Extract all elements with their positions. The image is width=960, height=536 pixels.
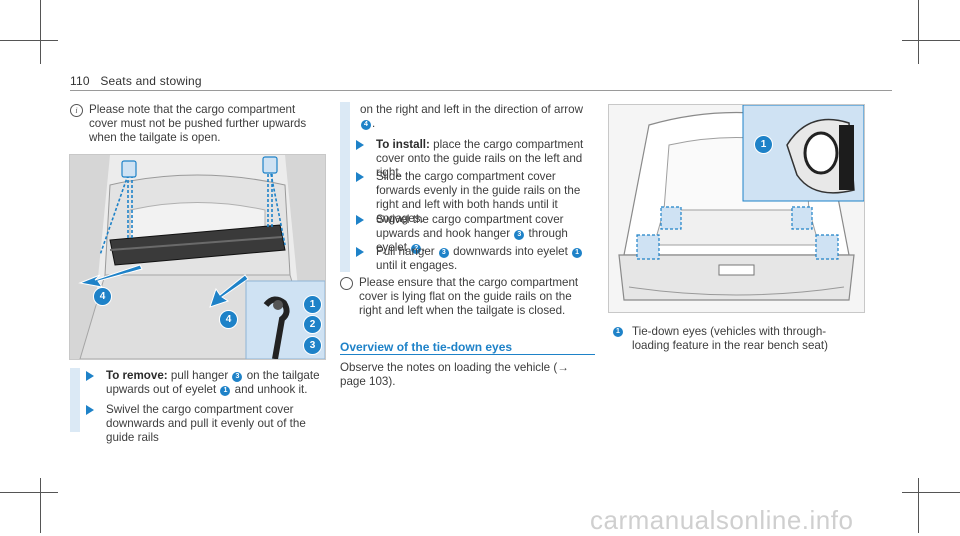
step-arrow-icon [356, 172, 364, 182]
callout-badge: 3 [514, 230, 525, 240]
callout-badge: 2 [411, 244, 422, 254]
crop-mark [40, 0, 41, 64]
step-slide: Slide the cargo compartment cover forwar… [340, 170, 595, 226]
step-keyword: To remove: [106, 369, 168, 382]
callout-badge: 1 [754, 135, 773, 154]
callout-badge: 4 [219, 310, 238, 329]
callout-badge: 3 [438, 248, 449, 258]
crop-mark [40, 478, 41, 533]
figure-cargo-cover: 1 2 3 4 4 [69, 154, 326, 360]
section-rule [340, 354, 595, 355]
legend-tie-down: 1 Tie-down eyes (vehicles with through-l… [612, 325, 862, 353]
callout-badge: 1 [220, 386, 231, 396]
step-swivel-down: Swivel the cargo compartment cover downw… [86, 403, 324, 445]
info-icon: i [70, 104, 83, 117]
step-arrow-icon [86, 405, 94, 415]
step-remove: To remove: pull hanger 3 on the tailgate… [86, 369, 324, 397]
section-name: Seats and stowing [100, 74, 202, 88]
step-arrow-icon [356, 215, 364, 225]
step-pull-down: Pull hanger 3 downwards into eyelet 1 un… [340, 245, 595, 273]
note-text: Please note that the cargo compartment c… [89, 103, 307, 144]
step-continuation: on the right and left in the direction o… [360, 103, 583, 130]
callout-badge: 4 [361, 120, 371, 130]
section-text: Observe the notes on loading the vehicle… [340, 361, 569, 388]
info-icon [340, 277, 353, 290]
step-arrow-icon [86, 371, 94, 381]
step-bar [70, 368, 80, 432]
page-number: 110 [70, 74, 90, 88]
watermark: carmanualsonline.info [590, 505, 854, 535]
crop-mark [918, 478, 919, 533]
callout-badge: 3 [232, 372, 243, 382]
callout-badge: 1 [572, 248, 583, 258]
header-rule [70, 90, 892, 91]
figure-tie-down-eyes: 1 [608, 104, 865, 313]
callout-badge: 1 [613, 327, 623, 337]
callout-badge: 1 [303, 295, 322, 314]
page-header: 110 Seats and stowing [70, 74, 202, 88]
crop-mark [918, 0, 919, 64]
step-arrow-icon [356, 140, 364, 150]
crop-mark [0, 492, 58, 493]
note-lying-flat: Please ensure that the cargo compartment… [340, 276, 595, 318]
callout-badge: 2 [303, 315, 322, 334]
note-tailgate: i Please note that the cargo compartment… [70, 103, 325, 145]
crop-mark [902, 40, 960, 41]
section-title: Overview of the tie-down eyes [340, 340, 513, 354]
crop-mark [0, 40, 58, 41]
callout-badge: 4 [93, 287, 112, 306]
callout-badge: 3 [303, 336, 322, 355]
step-arrow-icon [356, 247, 364, 257]
cargo-cover-illustration [70, 155, 325, 359]
step-keyword: To install: [376, 138, 430, 151]
tie-down-eyes-illustration [609, 105, 864, 312]
step-install: To install: place the cargo compartment … [340, 138, 595, 180]
step-bar [340, 102, 350, 272]
crop-mark [902, 492, 960, 493]
step-swivel-up: Swivel the cargo compartment cover upwar… [340, 213, 595, 255]
